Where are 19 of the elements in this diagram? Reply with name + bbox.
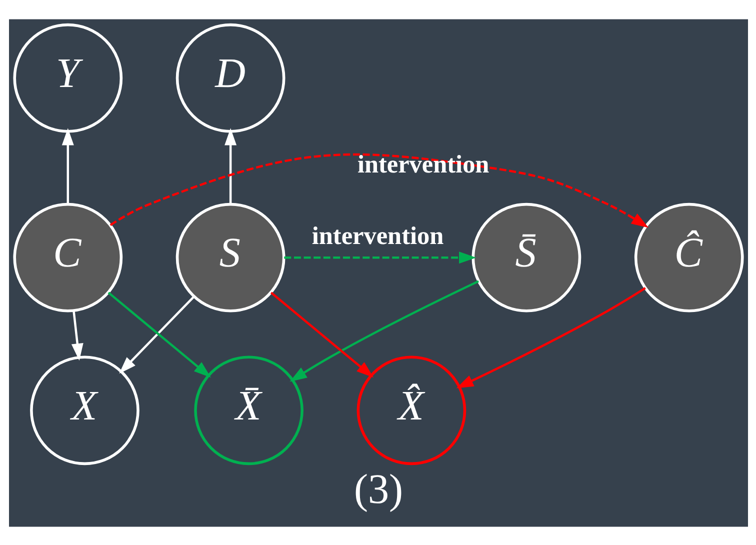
node-circle: S xyxy=(175,202,285,312)
arrow xyxy=(109,153,648,228)
arrow xyxy=(270,291,374,378)
arrow xyxy=(289,280,478,382)
edge-label: intervention xyxy=(356,151,489,178)
node-circle: Ĉ xyxy=(634,202,744,312)
edge-label: intervention xyxy=(311,222,444,250)
arrow xyxy=(70,310,83,360)
arrow xyxy=(61,128,74,204)
arrow xyxy=(456,286,646,388)
node-circle: Y xyxy=(12,22,122,132)
arrow xyxy=(284,251,476,264)
arrow xyxy=(118,296,194,374)
arrow xyxy=(224,128,236,204)
arrow xyxy=(107,291,210,378)
node-circle: D xyxy=(175,22,285,132)
caption: (3) xyxy=(353,466,402,512)
node-circle: C xyxy=(12,202,122,312)
node-circle: S̄ xyxy=(471,202,581,312)
